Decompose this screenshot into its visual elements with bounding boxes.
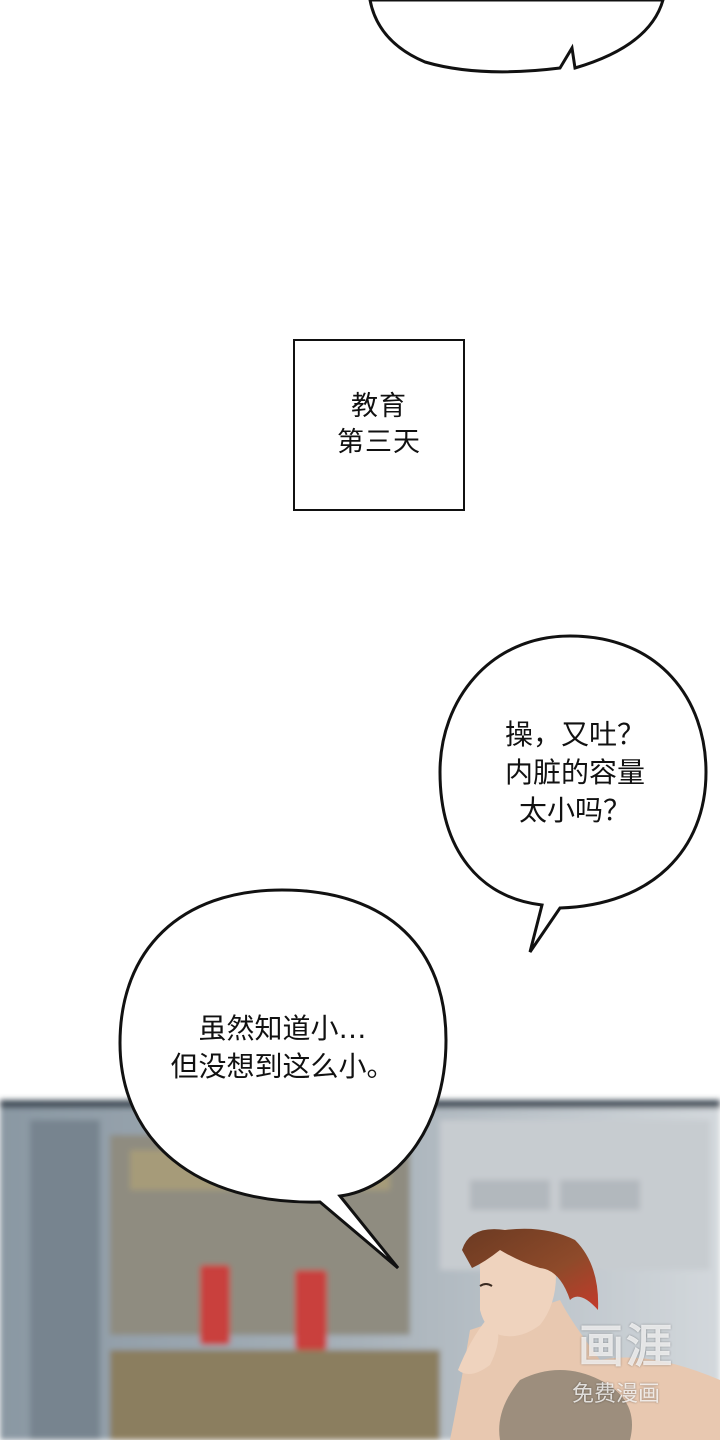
speech-bubble-left: 虽然知道小… 但没想到这么小。 [150,1010,415,1086]
watermark-subtitle: 免费漫画 [572,1382,661,1407]
bubble-right-line-1: 操，又吐？ [504,718,645,751]
top-bubble-remnant [368,0,665,74]
bubble-left-line-1: 虽然知道小… [198,1012,367,1045]
caption-line-1: 教育 [351,391,407,422]
speech-bubble-right-shape [438,634,708,953]
caption-line-2: 第三天 [337,427,421,458]
bubble-left-line-2: 但没想到这么小。 [170,1050,395,1083]
speech-bubble-left-shape [118,888,448,1270]
bubble-right-line-2: 内脏的容量 [504,756,645,789]
speech-bubble-right: 操，又吐？ 内脏的容量 太小吗？ [470,716,680,830]
caption-box: 教育 第三天 [293,339,465,511]
character-illustration [450,1228,720,1440]
watermark: 画涯 免费漫画 [560,1306,710,1426]
watermark-logo: 画涯 [578,1319,674,1373]
bubble-right-line-3: 太小吗？ [518,794,631,827]
